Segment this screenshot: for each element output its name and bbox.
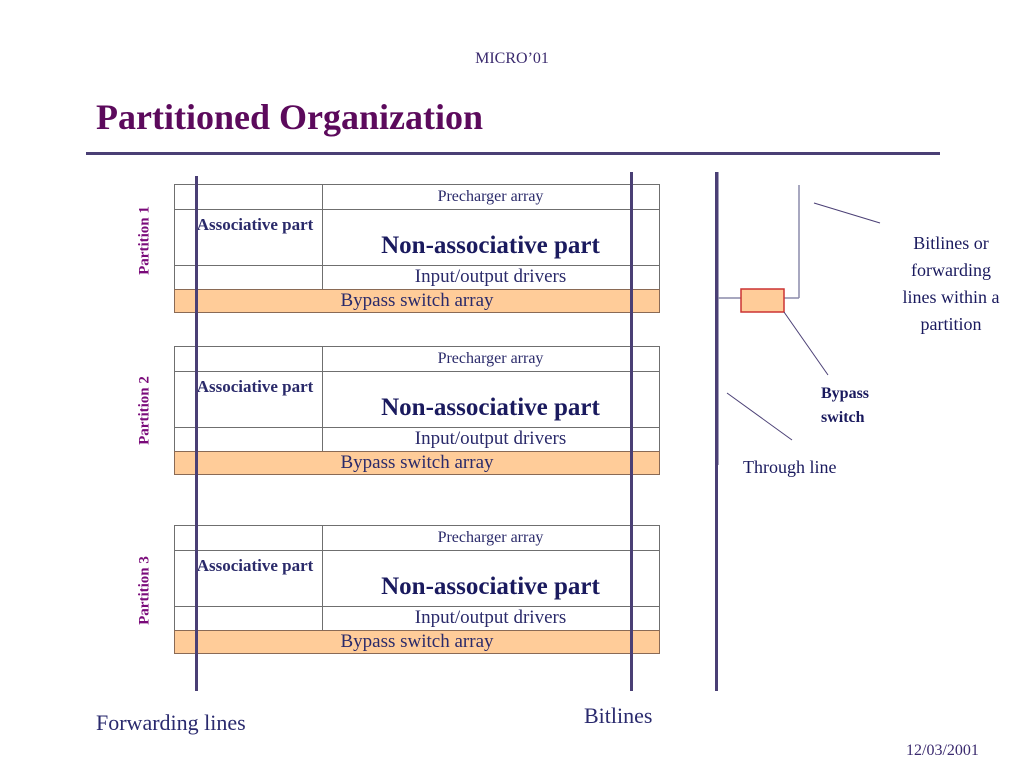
bypass-array-label: Bypass switch array	[340, 631, 494, 652]
partition-3-label: Partition 3	[136, 556, 153, 625]
non-associative-part-label: Non-associative part	[381, 232, 600, 259]
slide-title: Partitioned Organization	[96, 97, 483, 137]
bitlines-label: Bitlines	[584, 703, 653, 728]
precharger-label: Precharger array	[437, 188, 544, 205]
storage-row: Associative part Non-associative part	[174, 209, 660, 266]
non-associative-part-label: Non-associative part	[381, 573, 600, 600]
storage-row: Associative part Non-associative part	[174, 371, 660, 428]
slide-date: 12/03/2001	[906, 742, 979, 759]
precharger-row: Precharger array	[174, 184, 660, 210]
bitlines-forwarding-label: Bitlines or forwarding lines within a pa…	[902, 233, 1000, 334]
precharger-row: Precharger array	[174, 346, 660, 372]
io-drivers-label: Input/output drivers	[414, 607, 567, 628]
partition-2: Precharger array Associative part Non-as…	[174, 346, 660, 476]
bypass-array-label: Bypass switch array	[340, 452, 494, 473]
partition-1: Precharger array Associative part Non-as…	[174, 184, 660, 314]
conference-header: MICRO’01	[475, 50, 549, 67]
bypass-switch-array: Bypass switch array	[174, 289, 660, 313]
bypass-switch-label: Bypass switch	[821, 385, 870, 426]
io-row: Input/output drivers	[174, 606, 660, 631]
non-associative-part-label: Non-associative part	[381, 394, 600, 421]
io-drivers-label: Input/output drivers	[414, 428, 567, 449]
io-drivers-label: Input/output drivers	[414, 266, 567, 287]
bypass-switch-array: Bypass switch array	[174, 451, 660, 475]
bypass-array-label: Bypass switch array	[340, 290, 494, 311]
through-line-label: Through line	[743, 457, 837, 477]
partition-3: Precharger array Associative part Non-as…	[174, 525, 660, 655]
associative-part-label: Associative part	[196, 215, 314, 234]
storage-row: Associative part Non-associative part	[174, 550, 660, 607]
precharger-label: Precharger array	[437, 529, 544, 546]
forwarding-line	[195, 176, 198, 691]
leader-line-bitlines	[813, 202, 881, 224]
partition-2-label: Partition 2	[136, 376, 153, 445]
title-rule	[86, 152, 940, 155]
associative-part-label: Associative part	[196, 556, 314, 575]
leader-line-bypass	[783, 311, 829, 376]
io-row: Input/output drivers	[174, 265, 660, 290]
precharger-label: Precharger array	[437, 350, 544, 367]
forwarding-lines-label: Forwarding lines	[96, 710, 246, 735]
leader-line-through	[726, 392, 793, 441]
associative-part-label: Associative part	[196, 377, 314, 396]
partition-1-label: Partition 1	[136, 206, 153, 275]
through-line-bar	[715, 172, 718, 691]
precharger-row: Precharger array	[174, 525, 660, 551]
io-row: Input/output drivers	[174, 427, 660, 452]
bypass-switch-box	[740, 288, 785, 313]
bypass-switch-array: Bypass switch array	[174, 630, 660, 654]
bitline	[630, 172, 633, 691]
